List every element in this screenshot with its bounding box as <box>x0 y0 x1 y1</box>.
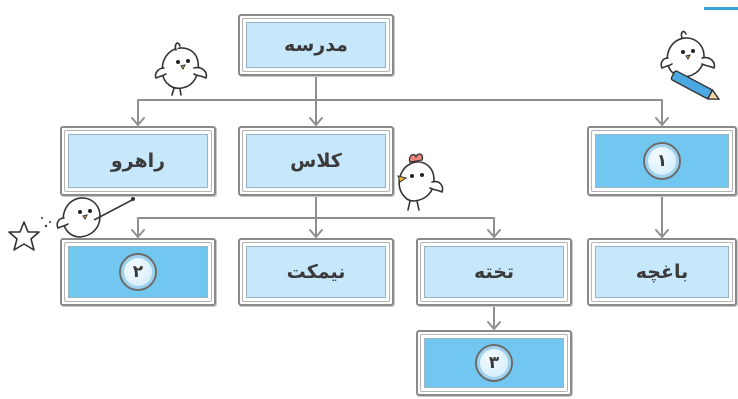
node-kelas-label: کلاس <box>290 150 342 172</box>
node-blank-2: ۲ <box>60 238 216 306</box>
node-rahro: راهرو <box>60 126 216 196</box>
number-circle-1: ۱ <box>643 142 681 180</box>
node-nimkat-label: نیمکت <box>286 261 346 283</box>
node-blank-3: ۳ <box>416 330 572 396</box>
node-baghche: باغچه <box>587 238 737 306</box>
node-blank-3-label: ۳ <box>488 353 500 373</box>
node-takhte: تخته <box>416 238 572 306</box>
top-link-bar[interactable] <box>704 7 738 10</box>
bird-star-wand-icon <box>8 197 135 251</box>
node-takhte-label: تخته <box>473 261 515 283</box>
node-blank-1: ۱ <box>587 126 737 196</box>
node-madrese-label: مدرسه <box>284 34 348 56</box>
bird-with-pencil-icon <box>660 30 721 100</box>
number-circle-3: ۳ <box>475 344 513 382</box>
number-circle-2: ۲ <box>119 253 157 291</box>
bird-doodle-icon <box>154 42 208 96</box>
node-kelas: کلاس <box>238 126 394 196</box>
node-rahro-label: راهرو <box>110 150 166 172</box>
node-blank-1-label: ۱ <box>656 151 668 171</box>
node-nimkat: نیمکت <box>238 238 394 306</box>
node-baghche-label: باغچه <box>635 261 689 283</box>
node-blank-2-label: ۲ <box>132 262 144 282</box>
node-madrese: مدرسه <box>238 14 394 76</box>
chicken-doodle-icon <box>397 153 444 211</box>
